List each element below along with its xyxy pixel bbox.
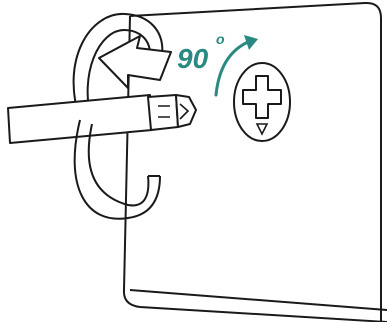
rotation-band-front xyxy=(73,119,161,220)
degree-mark-text: o xyxy=(216,31,225,47)
rotation-label: 90 o xyxy=(177,31,225,74)
curved-arrow-icon xyxy=(214,35,258,97)
phillips-screw-icon xyxy=(233,62,291,142)
rotation-angle-text: 90 xyxy=(177,43,209,74)
device-panel xyxy=(122,1,387,322)
screwdriver-icon xyxy=(7,94,197,144)
circular-arrow-icon xyxy=(72,12,172,125)
